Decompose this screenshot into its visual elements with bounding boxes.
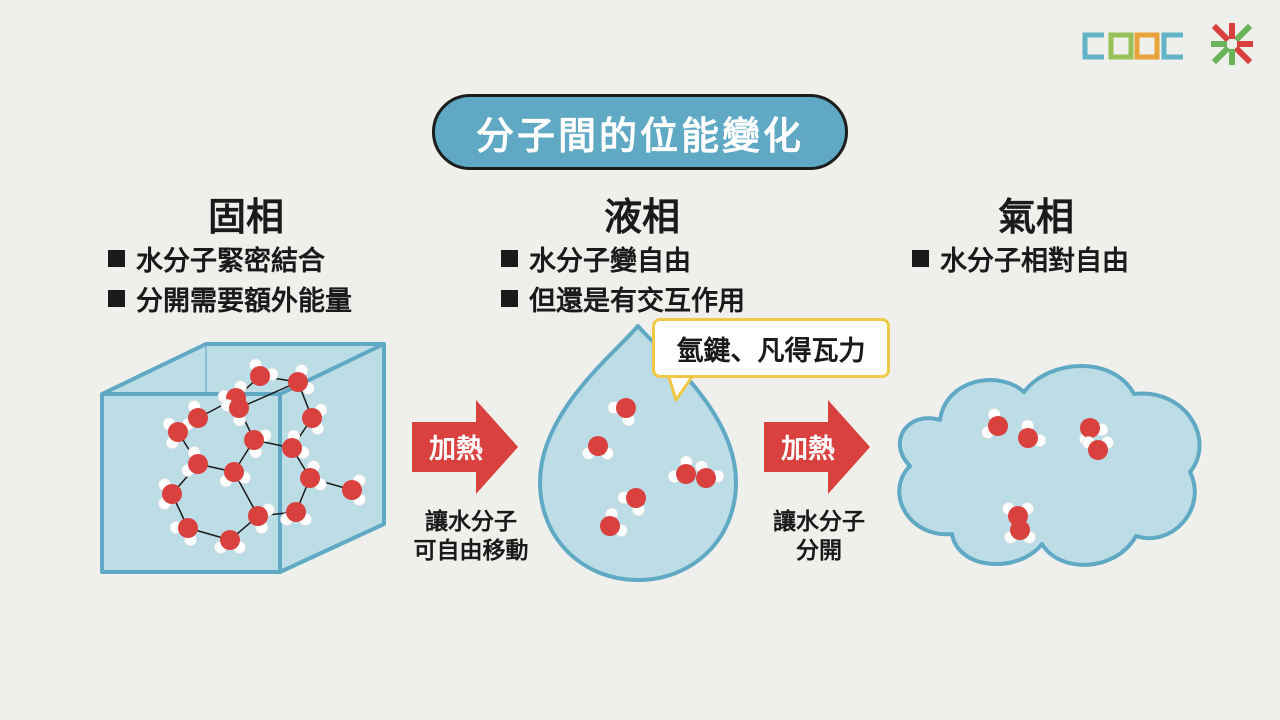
ice-cube-illustration <box>100 342 386 574</box>
water-molecule <box>244 429 272 459</box>
water-molecule <box>282 429 310 459</box>
title-banner: 分子間的位能變化 <box>432 94 848 170</box>
water-molecule <box>249 358 279 386</box>
heat-arrow-1-label: 加熱 <box>429 434 483 465</box>
water-molecule <box>981 408 1008 439</box>
water-molecule <box>695 460 725 488</box>
water-molecule <box>181 446 208 477</box>
water-molecule <box>617 488 646 517</box>
water-molecule <box>667 455 696 484</box>
water-molecule <box>158 478 182 510</box>
callout-tail <box>666 372 696 402</box>
heat-arrow-1 <box>412 400 518 494</box>
cross-logo-icon <box>1211 23 1253 65</box>
water-molecule <box>600 507 628 537</box>
solid-phase-heading: 固相 <box>208 195 285 239</box>
liquid-phase-heading: 液相 <box>604 195 681 239</box>
heat-arrow-2 <box>764 400 870 494</box>
heat-arrow-2-label: 加熱 <box>781 434 835 465</box>
water-molecule <box>302 403 328 435</box>
page-title: 分子間的位能變化 <box>475 113 804 158</box>
water-droplet-illustration <box>538 324 738 582</box>
liquid-bullet-1: 水分子變自由 <box>501 239 691 278</box>
water-molecule <box>214 530 246 554</box>
water-molecule <box>280 502 312 526</box>
water-molecule <box>1082 436 1114 460</box>
water-molecule <box>1018 419 1047 448</box>
water-molecule <box>1004 520 1036 544</box>
heat-arrow-1-caption: 讓水分子可自由移動 <box>413 509 529 564</box>
intermolecular-force-callout: 氫鍵、凡得瓦力 <box>652 318 890 378</box>
solid-bullet-1: 水分子緊密結合 <box>108 239 325 278</box>
water-molecule <box>220 398 249 427</box>
water-molecule <box>582 436 614 460</box>
water-molecule <box>169 518 198 547</box>
heat-arrow-2-caption: 讓水分子分開 <box>773 509 865 564</box>
water-molecule <box>181 400 208 431</box>
gas-cloud-illustration <box>897 364 1202 567</box>
water-molecule <box>248 503 275 534</box>
gas-phase-heading: 氣相 <box>998 195 1075 239</box>
cooc-logo-icon <box>1082 32 1183 60</box>
water-molecule <box>342 474 366 506</box>
water-molecule <box>219 462 251 488</box>
water-molecule <box>288 364 315 395</box>
gas-bullet-1: 水分子相對自由 <box>912 239 1129 278</box>
water-molecule <box>300 460 327 491</box>
solid-bullet-2: 分開需要額外能量 <box>108 279 352 318</box>
water-molecule <box>607 398 636 427</box>
liquid-bullet-2: 但還是有交互作用 <box>501 279 745 318</box>
water-molecule <box>162 417 188 449</box>
